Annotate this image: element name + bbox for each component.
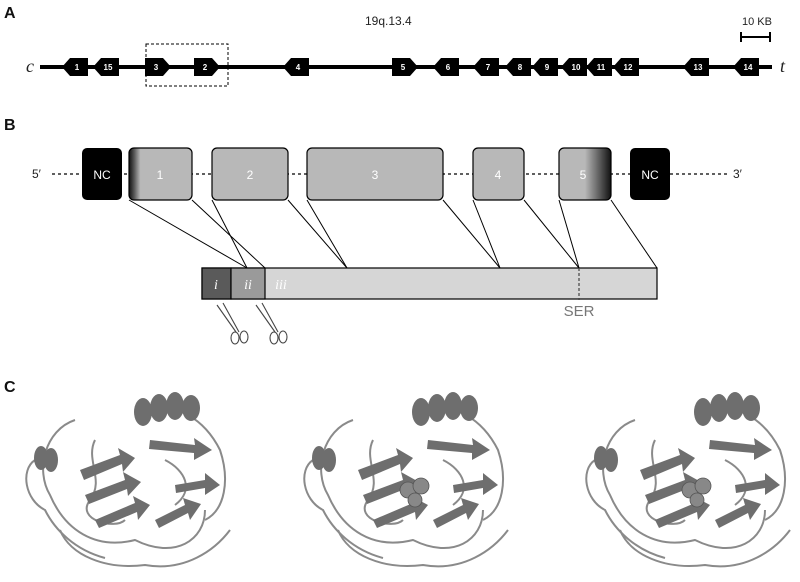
exon-1-label: 1 [157, 168, 164, 182]
gene-4: 4 [283, 58, 309, 76]
gene-label: 6 [446, 63, 451, 72]
chromosome-end-t: t [780, 56, 786, 76]
gene-label: 13 [694, 63, 703, 72]
gene-label: 3 [154, 63, 159, 72]
gene-12: 12 [613, 58, 639, 76]
panel-a: A 19q.13.4 10 KB c t 1 15 3 2 4 5 6 7 8 9 10 11 12 13… [4, 5, 786, 87]
three-prime-label: 3′ [733, 167, 743, 181]
gene-label: 9 [545, 63, 550, 72]
gene-label: 15 [104, 63, 113, 72]
noncoding-left: NC [82, 148, 122, 200]
domain-iii-label: iii [275, 278, 287, 293]
noncoding-right: NC [630, 148, 670, 200]
domain-i [201, 267, 232, 300]
domain-ii-label: ii [244, 278, 252, 293]
chromosome-end-c: c [26, 56, 34, 76]
gene-label: 8 [518, 63, 523, 72]
exon-3: 3 [306, 147, 444, 201]
exon-mapping-lines [128, 199, 658, 269]
scissors-icon [255, 302, 288, 345]
gene-14: 14 [733, 58, 759, 76]
scale-bar-label: 10 KB [742, 16, 772, 28]
ligand-spheres [681, 477, 712, 508]
exon-5: 5 [558, 147, 612, 201]
gene-label: 14 [744, 63, 753, 72]
gene-9: 9 [532, 58, 558, 76]
exon-3-label: 3 [372, 168, 379, 182]
exon-4-label: 4 [495, 168, 502, 182]
noncoding-right-label: NC [641, 168, 659, 182]
gene-label: 11 [597, 63, 606, 72]
exon-2: 2 [211, 147, 289, 201]
exon-1: 1 [128, 147, 193, 201]
locus-label: 19q.13.4 [365, 14, 412, 28]
domain-i-label: i [214, 278, 218, 293]
ligand-spheres [399, 477, 430, 508]
exon-4: 4 [472, 147, 525, 201]
noncoding-left-label: NC [93, 168, 111, 182]
panel-b: B 5′ 3′ NC NC 1 2 3 4 [4, 117, 743, 345]
gene-1: 1 [62, 58, 88, 76]
gene-label: 12 [624, 63, 633, 72]
exon-5-label: 5 [580, 168, 587, 182]
panel-label-a: A [4, 5, 16, 22]
gene-11: 11 [586, 58, 612, 76]
gene-label: 2 [203, 63, 208, 72]
gene-label: 5 [401, 63, 406, 72]
gene-2: 2 [194, 58, 220, 76]
scale-bar: 10 KB [740, 16, 772, 42]
exon-2-label: 2 [247, 168, 254, 182]
panel-label-c: C [4, 379, 16, 396]
gene-10: 10 [561, 58, 587, 76]
gene-label: 1 [75, 63, 80, 72]
five-prime-label: 5′ [32, 167, 42, 181]
domain-ii [230, 267, 266, 300]
gene-track: 1 15 3 2 4 5 6 7 8 9 10 11 12 13 14 [62, 58, 759, 76]
scissors-icon [216, 302, 249, 345]
structure-middle [303, 391, 509, 568]
protein-bar: i ii iii SER [201, 267, 658, 320]
gene-8: 8 [505, 58, 531, 76]
gene-label: 4 [296, 63, 301, 72]
structure-left [25, 391, 231, 568]
gene-label: 7 [486, 63, 491, 72]
gene-label: 10 [572, 63, 581, 72]
panel-c: C [4, 379, 791, 568]
panel-label-b: B [4, 117, 16, 134]
active-site-label: SER [564, 303, 595, 320]
structure-right [585, 391, 791, 568]
gene-13: 13 [683, 58, 709, 76]
gene-7: 7 [473, 58, 499, 76]
gene-15: 15 [93, 58, 119, 76]
gene-6: 6 [433, 58, 459, 76]
gene-3: 3 [145, 58, 171, 76]
gene-5: 5 [392, 58, 418, 76]
